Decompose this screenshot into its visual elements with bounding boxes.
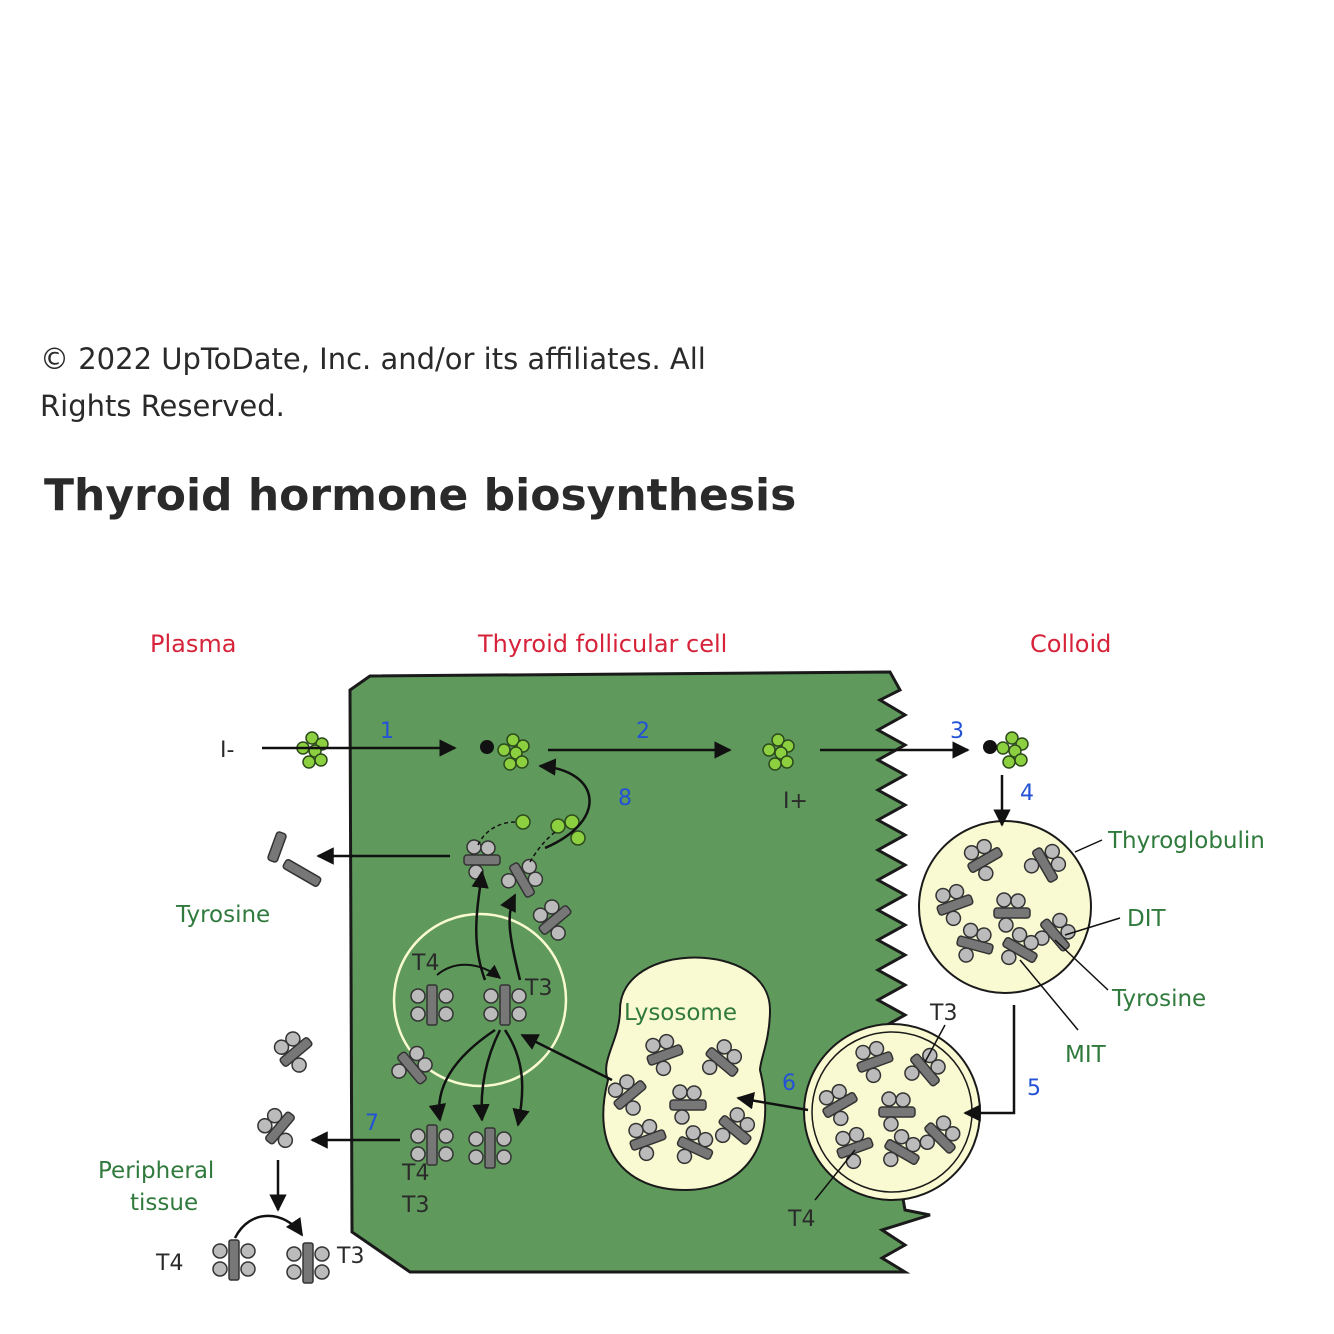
- step-8: 8: [618, 786, 632, 811]
- step-7: 7: [365, 1111, 379, 1136]
- step-2: 2: [636, 719, 650, 744]
- iodine-label: I+: [783, 789, 808, 814]
- tyrosine-colloid-label: Tyrosine: [1111, 986, 1206, 1012]
- step-5: 5: [1027, 1076, 1041, 1101]
- t3-peripheral-label: T3: [336, 1244, 364, 1269]
- t3-vesicle-label: T3: [524, 976, 552, 1001]
- tissue-label: tissue: [130, 1190, 198, 1216]
- t4-vesicle-label: T4: [411, 951, 439, 976]
- iodide-label: I-: [220, 738, 234, 763]
- dit-label: DIT: [1127, 906, 1166, 932]
- t4-secreted-label: T4: [401, 1161, 429, 1186]
- t3-droplet-label: T3: [929, 1001, 957, 1026]
- tyrosine-plasma-label: Tyrosine: [175, 902, 270, 928]
- step-4: 4: [1020, 781, 1034, 806]
- peripheral-label: Peripheral: [98, 1158, 214, 1184]
- step-6: 6: [782, 1071, 796, 1096]
- colloid-label: Colloid: [1030, 630, 1111, 658]
- plasma-label: Plasma: [150, 630, 236, 658]
- step-3: 3: [950, 719, 964, 744]
- step-1: 1: [380, 719, 394, 744]
- t4-peripheral-label: T4: [155, 1251, 183, 1276]
- thyroglobulin-label: Thyroglobulin: [1107, 828, 1265, 854]
- t4-droplet-label: T4: [787, 1207, 815, 1232]
- lysosome-label: Lysosome: [624, 1000, 737, 1026]
- mit-label: MIT: [1065, 1042, 1107, 1068]
- t3-secreted-label: T3: [401, 1193, 429, 1218]
- cell-label: Thyroid follicular cell: [477, 630, 727, 658]
